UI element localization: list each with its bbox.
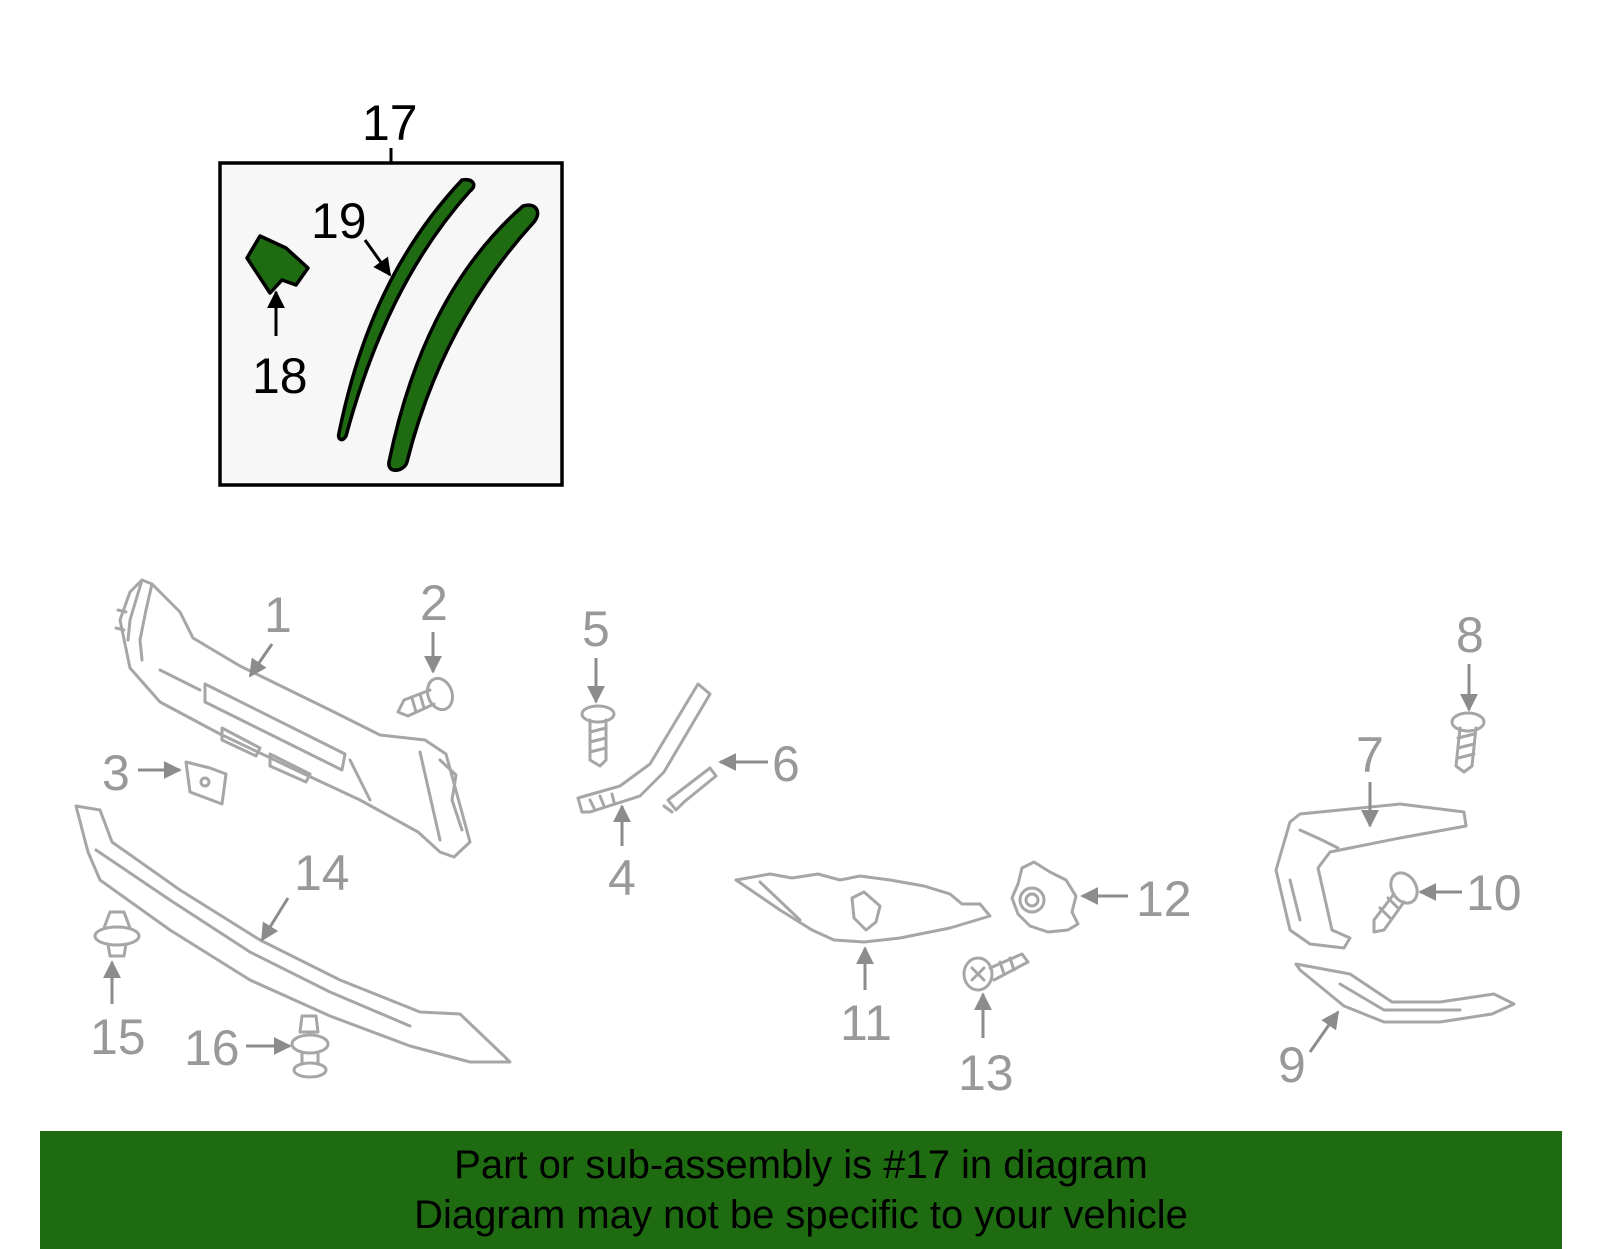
part-17-molding-wide xyxy=(387,203,540,472)
part-9-molding xyxy=(1294,962,1516,1024)
callout-10: 10 xyxy=(1466,865,1522,921)
part-3-nut xyxy=(184,760,228,806)
part-1-bracket xyxy=(114,578,472,859)
leader-9 xyxy=(1308,1010,1340,1053)
part-2-screw xyxy=(396,676,455,718)
callout-16: 16 xyxy=(184,1020,240,1076)
part-16-clip xyxy=(290,1014,330,1079)
callout-7: 7 xyxy=(1356,727,1384,783)
notice-banner: Part or sub-assembly is #17 in diagram D… xyxy=(40,1131,1562,1249)
banner-line-2: Diagram may not be specific to your vehi… xyxy=(414,1193,1188,1237)
callout-8: 8 xyxy=(1456,607,1484,663)
callout-5: 5 xyxy=(582,601,610,657)
part-5-screw xyxy=(580,704,616,768)
leader-1 xyxy=(248,643,274,678)
part-12-lamp xyxy=(1010,860,1080,934)
callout-2: 2 xyxy=(420,575,448,631)
banner-line-1: Part or sub-assembly is #17 in diagram xyxy=(454,1143,1148,1187)
callout-4: 4 xyxy=(608,850,636,906)
callout-13: 13 xyxy=(958,1045,1014,1101)
leader-14 xyxy=(260,897,290,942)
part-6-pin xyxy=(662,766,718,814)
part-10-screw xyxy=(1372,871,1419,934)
callout-17: 17 xyxy=(362,95,418,151)
banner-background xyxy=(40,1131,1562,1249)
inset-frame xyxy=(218,161,564,487)
part-13-screw xyxy=(962,952,1030,992)
part-19-molding-strip xyxy=(336,177,476,442)
callout-9: 9 xyxy=(1278,1037,1306,1093)
part-8-screw xyxy=(1450,711,1486,774)
callout-3: 3 xyxy=(102,745,130,801)
callout-14: 14 xyxy=(294,845,350,901)
part-4-bracket xyxy=(576,682,712,814)
callout-1: 1 xyxy=(264,587,292,643)
part-11-cover xyxy=(734,872,992,944)
leader-19 xyxy=(363,239,392,277)
callout-12: 12 xyxy=(1136,871,1192,927)
callout-18: 18 xyxy=(252,348,308,404)
callout-15: 15 xyxy=(90,1009,146,1065)
part-14-molding xyxy=(74,804,512,1064)
callout-6: 6 xyxy=(772,736,800,792)
callout-19: 19 xyxy=(311,193,367,249)
callout-11: 11 xyxy=(840,995,892,1051)
part-7-garnish xyxy=(1274,802,1468,950)
inset-assembly-17: 17 18 19 xyxy=(218,95,564,487)
part-15-clip xyxy=(93,910,141,958)
